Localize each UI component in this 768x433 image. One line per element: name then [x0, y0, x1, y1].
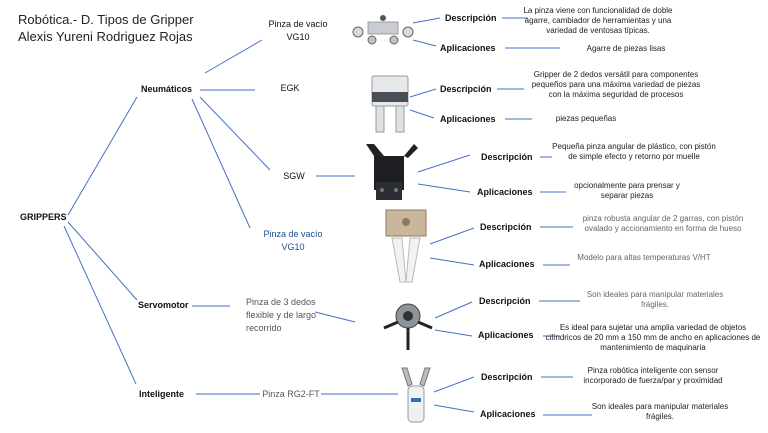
aplicaciones-label-3: Aplicaciones [477, 187, 533, 197]
angular-gripper-image [385, 209, 427, 283]
item-name-egk: EGK [280, 83, 300, 93]
connector-img1-desc [412, 17, 441, 24]
title-line-1: Robótica.- D. Tipos de Gripper [18, 12, 194, 27]
aplicaciones-label-4: Aplicaciones [479, 259, 535, 269]
connector-root-inteligente [63, 225, 137, 385]
aplicaciones-label-1: Aplicaciones [440, 43, 496, 53]
descripcion-text-1: La pinza viene con funcionalidad de dobl… [523, 6, 673, 35]
connector-neumaticos-sgw [199, 96, 271, 171]
connector-img5-desc [434, 301, 473, 319]
descripcion-label-4: Descripción [480, 222, 532, 232]
connector-img6-apl [433, 404, 475, 413]
aplicaciones-text-6: Son ideales para manipular materiales fr… [591, 402, 729, 421]
connector-img4-apl [429, 257, 475, 266]
vacuum-gripper-image [352, 15, 414, 45]
category-servomotor: Servomotor [138, 300, 189, 310]
descripcion-text-3: Pequeña pinza angular de plástico, con p… [552, 142, 716, 161]
connector-3dedos-image [314, 311, 356, 323]
aplicaciones-text-4: Modelo para altas temperaturas V/HT [577, 253, 711, 262]
aplicaciones-text-5: Es ideal para sujetar una amplia varieda… [545, 323, 761, 352]
connector-neumaticos-vg10b [191, 98, 251, 229]
descripcion-text-5: Son ideales para manipular materiales fr… [586, 290, 724, 309]
title-line-2: Alexis Yureni Rodriguez Rojas [18, 29, 193, 44]
connector-neumaticos-vg10 [204, 39, 263, 74]
connector-img4-desc [429, 227, 475, 245]
descripcion-label-2: Descripción [440, 84, 492, 94]
descripcion-label-6: Descripción [481, 372, 533, 382]
sgw-gripper-image [366, 144, 418, 200]
aplicaciones-text-2: piezas pequeñas [555, 114, 617, 123]
three-finger-gripper-image [383, 303, 433, 350]
descripcion-label-3: Descripción [481, 152, 533, 162]
aplicaciones-text-1: Agarre de piezas lisas [586, 44, 666, 53]
connector-img3-apl [417, 183, 471, 193]
egk-gripper-image [371, 75, 409, 133]
category-neumaticos: Neumáticos [141, 84, 193, 94]
connector-img6-desc [433, 376, 475, 393]
connector-img3-desc [417, 154, 471, 173]
item-name-rg2-ft: Pinza RG2-FT [262, 389, 320, 399]
connector-img1-apl [412, 39, 437, 47]
descripcion-label-5: Descripción [479, 296, 531, 306]
connector-img2-apl [409, 109, 435, 119]
connector-root-neumaticos [67, 96, 138, 216]
connector-img2-desc [409, 88, 437, 98]
descripcion-label-1: Descripción [445, 13, 497, 23]
descripcion-text-4: pinza robusta angular de 2 garras, con p… [582, 214, 744, 233]
connector-root-servomotor [67, 221, 138, 301]
aplicaciones-label-6: Aplicaciones [480, 409, 536, 419]
descripcion-text-2: Gripper de 2 dedos versátil para compone… [531, 70, 701, 99]
connector-img5-apl [434, 329, 473, 337]
rg2-ft-gripper-image [401, 367, 431, 423]
aplicaciones-text-3: opcionalmente para prensar y separar pie… [574, 181, 680, 200]
aplicaciones-label-2: Aplicaciones [440, 114, 496, 124]
descripcion-text-6: Pinza robótica inteligente con sensor in… [583, 366, 723, 385]
aplicaciones-label-5: Aplicaciones [478, 330, 534, 340]
item-name-sgw: SGW [283, 171, 305, 181]
category-inteligente: Inteligente [139, 389, 185, 399]
root-node: GRIPPERS [20, 212, 67, 222]
